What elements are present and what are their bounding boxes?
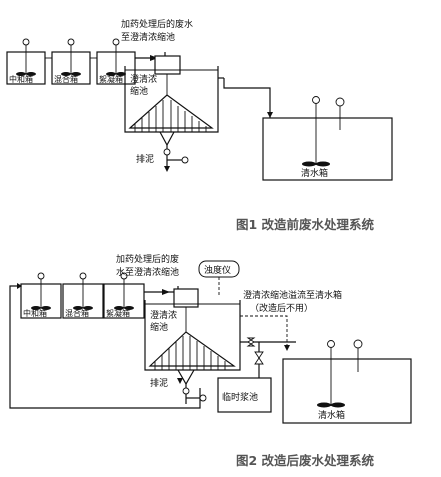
fig1-clarifier-rakes bbox=[134, 100, 207, 132]
fig2-clarifier-tank bbox=[144, 300, 241, 371]
fig2-temp-slurry-tank: 临时浆池 bbox=[217, 377, 272, 413]
fig1-gauge-icon bbox=[335, 97, 345, 107]
fig2-clean-tank-label: 清水箱 bbox=[318, 409, 345, 421]
fig2-clean-water-tank-body bbox=[282, 358, 412, 424]
fig2-diagram: 中和箱 混合箱 絮凝箱 加药处理后的废 水至澄清浓缩池 浊度仪 bbox=[9, 253, 412, 468]
fig2-overflow-dashed-line bbox=[240, 315, 288, 350]
fig2-overflow-valve-2 bbox=[254, 351, 264, 365]
fig1-inflow-label-2: 至澄清浓缩池 bbox=[121, 31, 175, 43]
fig2-overflow-valve-1 bbox=[246, 337, 256, 347]
fig2-tank-label-3: 絮凝箱 bbox=[106, 308, 130, 318]
fig1-clarifier-hopper bbox=[159, 131, 175, 147]
fig2-clarifier-rakes bbox=[154, 336, 226, 370]
fig2-sludge-discharge: 排泥 bbox=[150, 377, 207, 404]
fig2-tank-label-1: 中和箱 bbox=[23, 308, 47, 318]
fig2-temp-slurry-tank-body bbox=[217, 377, 272, 413]
fig1-sludge-label: 排泥 bbox=[136, 153, 154, 165]
fig2-chemical-tanks: 中和箱 混合箱 絮凝箱 bbox=[20, 272, 145, 319]
fig2-clarifier: 澄清浓 缩池 bbox=[144, 288, 241, 386]
fig2-overflow-label-1: 澄清浓缩池溢流至清水箱 bbox=[243, 289, 342, 301]
fig1-agitator-1 bbox=[16, 38, 36, 76]
fig2-sludge-pump-icon bbox=[199, 394, 207, 402]
fig1-tank-label-1: 中和箱 bbox=[9, 74, 33, 84]
fig1-sludge-valve bbox=[163, 148, 171, 156]
fig1-clarifier-label-1: 澄清浓 bbox=[130, 73, 157, 85]
fig1-tank-label-3: 絮凝箱 bbox=[99, 74, 123, 84]
fig1-clean-water-tank: 清水箱 bbox=[262, 96, 393, 181]
fig1-clarifier-drive bbox=[154, 55, 181, 75]
fig2-inflow-pipe bbox=[144, 286, 179, 293]
fig1-chemical-tanks: 中和箱 混合箱 絮凝箱 bbox=[6, 38, 136, 85]
fig1-overflow-pipe bbox=[223, 78, 271, 118]
fig2-tank-label-2: 混合箱 bbox=[65, 308, 89, 318]
fig1-inflow-label-1: 加药处理后的废水 bbox=[121, 18, 193, 30]
fig2-sludge-valve bbox=[182, 387, 190, 395]
fig1-agitator-3 bbox=[106, 38, 126, 76]
fig2-inflow-arrow bbox=[162, 289, 170, 295]
fig2-temp-tank-label: 临时浆池 bbox=[222, 391, 258, 403]
fig2-sludge-label: 排泥 bbox=[150, 377, 168, 389]
fig1-clarifier-tank bbox=[124, 66, 219, 133]
fig2-recirculation-pipe bbox=[9, 285, 201, 409]
fig2-agitator-1 bbox=[31, 272, 51, 310]
fig2-inflow-label-2: 水至澄清浓缩池 bbox=[116, 266, 179, 278]
fig2-turbidimeter-label: 浊度仪 bbox=[204, 264, 231, 276]
fig1-clarifier-label-2: 缩池 bbox=[130, 85, 148, 97]
fig1-inflow-arrow bbox=[150, 55, 158, 61]
fig1-agitator-2 bbox=[61, 38, 81, 76]
fig2-agitator-2 bbox=[73, 272, 93, 310]
fig1-sludge-discharge: 排泥 bbox=[136, 145, 189, 172]
fig2-gauge-icon bbox=[353, 339, 363, 349]
fig1-caption: 图1 改造前废水处理系统 bbox=[236, 217, 375, 232]
fig2-clarifier-label-2: 缩池 bbox=[150, 321, 168, 333]
fig2-agitator-3 bbox=[114, 272, 134, 310]
fig2-turbidimeter: 浊度仪 bbox=[198, 260, 240, 296]
fig2-clean-water-tank: 清水箱 bbox=[282, 339, 412, 424]
fig2-overflow-piping: 澄清浓缩池溢流至清水箱 （改造后不用） bbox=[240, 289, 342, 378]
fig2-caption: 图2 改造后废水处理系统 bbox=[236, 453, 375, 468]
fig2-overflow-label-2: （改造后不用） bbox=[250, 302, 313, 314]
fig1-clean-water-tank-body bbox=[262, 117, 393, 181]
fig2-clarifier-label-1: 澄清浓 bbox=[150, 309, 177, 321]
fig2-inflow-label-1: 加药处理后的废 bbox=[116, 253, 179, 265]
fig1-clean-tank-label: 清水箱 bbox=[301, 167, 328, 179]
fig1-tank-label-2: 混合箱 bbox=[54, 74, 78, 84]
fig1-diagram: 中和箱 混合箱 絮凝箱 加药处理后的废水 至澄清浓缩池 bbox=[6, 18, 393, 232]
fig1-sludge-pump-icon bbox=[181, 156, 189, 164]
fig1-clarifier: 澄清浓 缩池 bbox=[124, 55, 224, 147]
fig2-clarifier-cone bbox=[148, 331, 236, 367]
